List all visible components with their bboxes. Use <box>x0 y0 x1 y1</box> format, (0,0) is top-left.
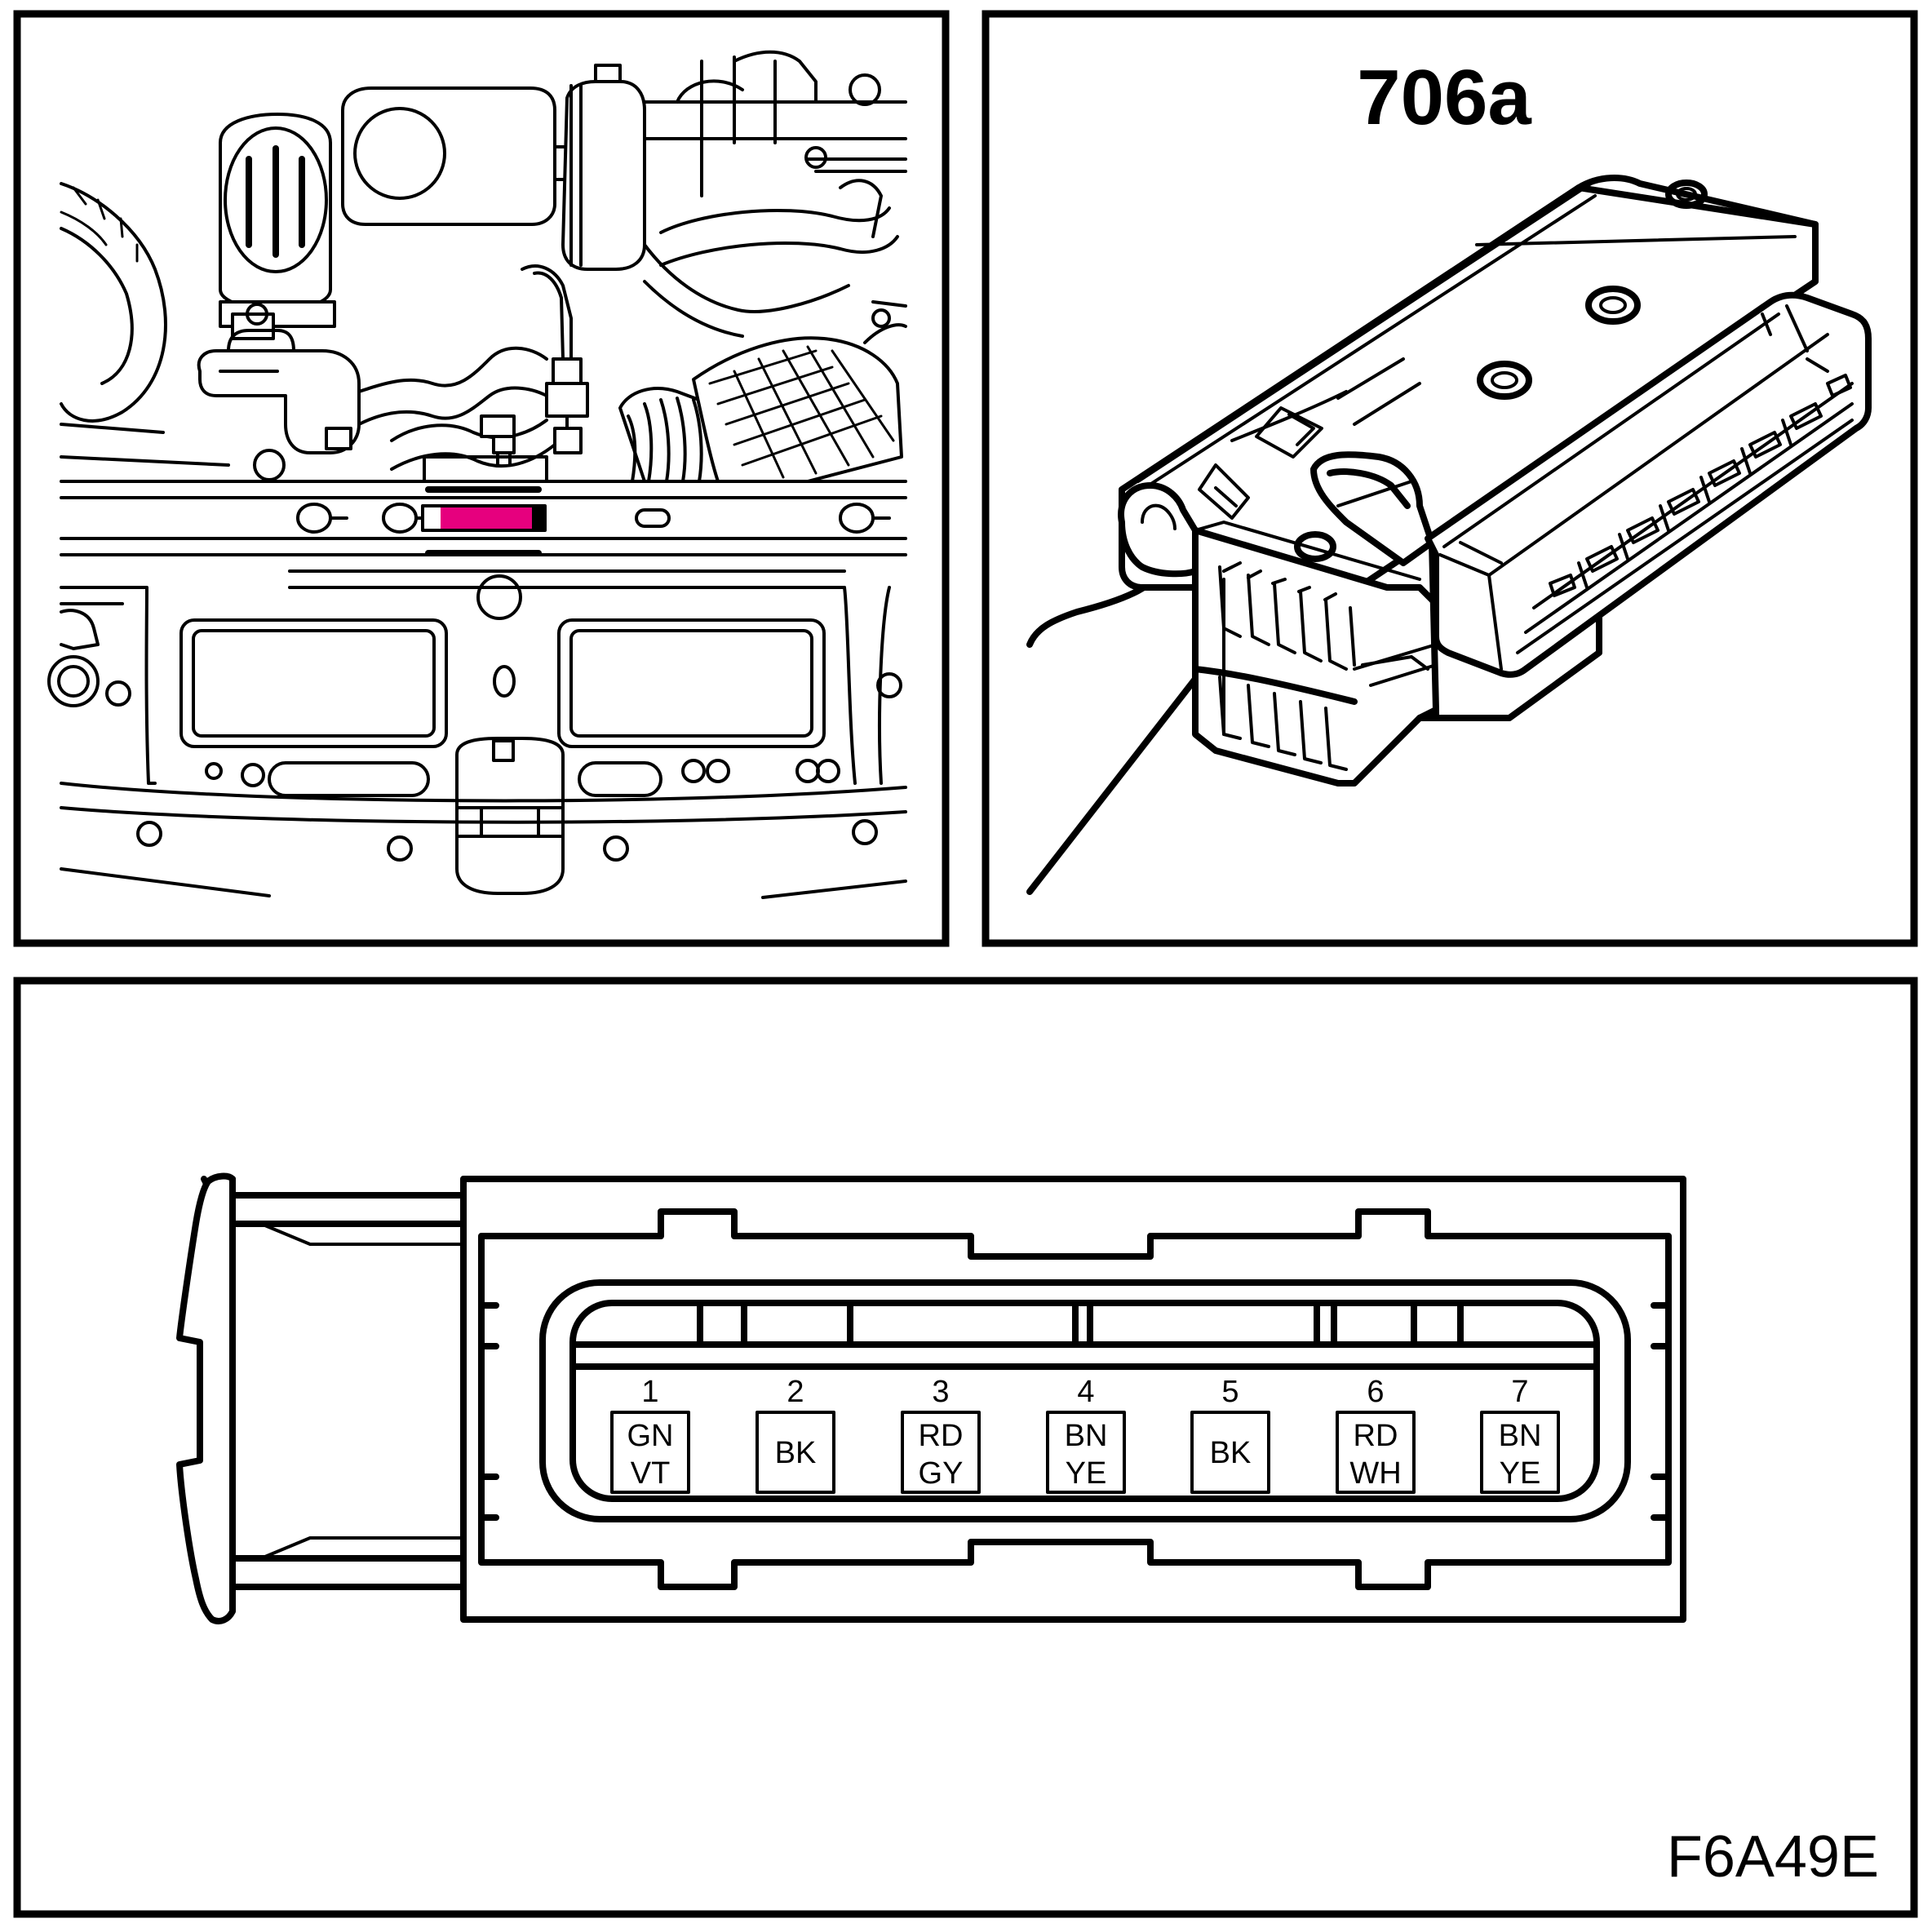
pin-6: 6 RD WH <box>1336 1375 1416 1494</box>
pin-wire-color-bottom: WH <box>1349 1456 1401 1491</box>
pin-number: 4 <box>1077 1375 1094 1409</box>
figure-id-label: F6A49E <box>1667 1824 1879 1890</box>
pin-wire-color-bottom: GY <box>919 1456 964 1491</box>
pinout-face-view <box>176 1172 1686 1624</box>
pin-wire-color-top: BK <box>1210 1436 1252 1470</box>
pin-wire-color-top: RD <box>1354 1419 1398 1453</box>
pin-number: 2 <box>787 1375 804 1409</box>
connector-highlight <box>441 507 532 529</box>
pin-1: 1 GN VT <box>610 1375 690 1494</box>
pin-7: 7 BN YE <box>1480 1375 1560 1494</box>
pin-wire-color-top: BN <box>1499 1419 1542 1453</box>
pin-number: 3 <box>932 1375 949 1409</box>
engine-bay-illustration <box>47 50 907 899</box>
pin-number: 1 <box>641 1375 658 1409</box>
pin-wire-color-top: BK <box>775 1436 817 1470</box>
connector-code-label: 706a <box>1357 54 1531 141</box>
pin-wire-color-bottom: VT <box>631 1456 671 1491</box>
pin-number: 6 <box>1367 1375 1384 1409</box>
pin-wire-color-top: BN <box>1065 1419 1108 1453</box>
pin-number: 7 <box>1511 1375 1528 1409</box>
pin-wire-color-top: GN <box>627 1419 674 1453</box>
pin-wire-color-bottom: YE <box>1500 1456 1541 1491</box>
connector-3d-illustration <box>1026 175 1872 895</box>
pin-5: 5 BK <box>1190 1375 1270 1494</box>
pin-4: 4 BN YE <box>1046 1375 1126 1494</box>
pin-3: 3 RD GY <box>901 1375 981 1494</box>
pin-wire-color-bottom: YE <box>1066 1456 1107 1491</box>
pin-wire-color-top: RD <box>919 1419 964 1453</box>
pin-number: 5 <box>1221 1375 1239 1409</box>
pin-2: 2 BK <box>756 1375 835 1494</box>
